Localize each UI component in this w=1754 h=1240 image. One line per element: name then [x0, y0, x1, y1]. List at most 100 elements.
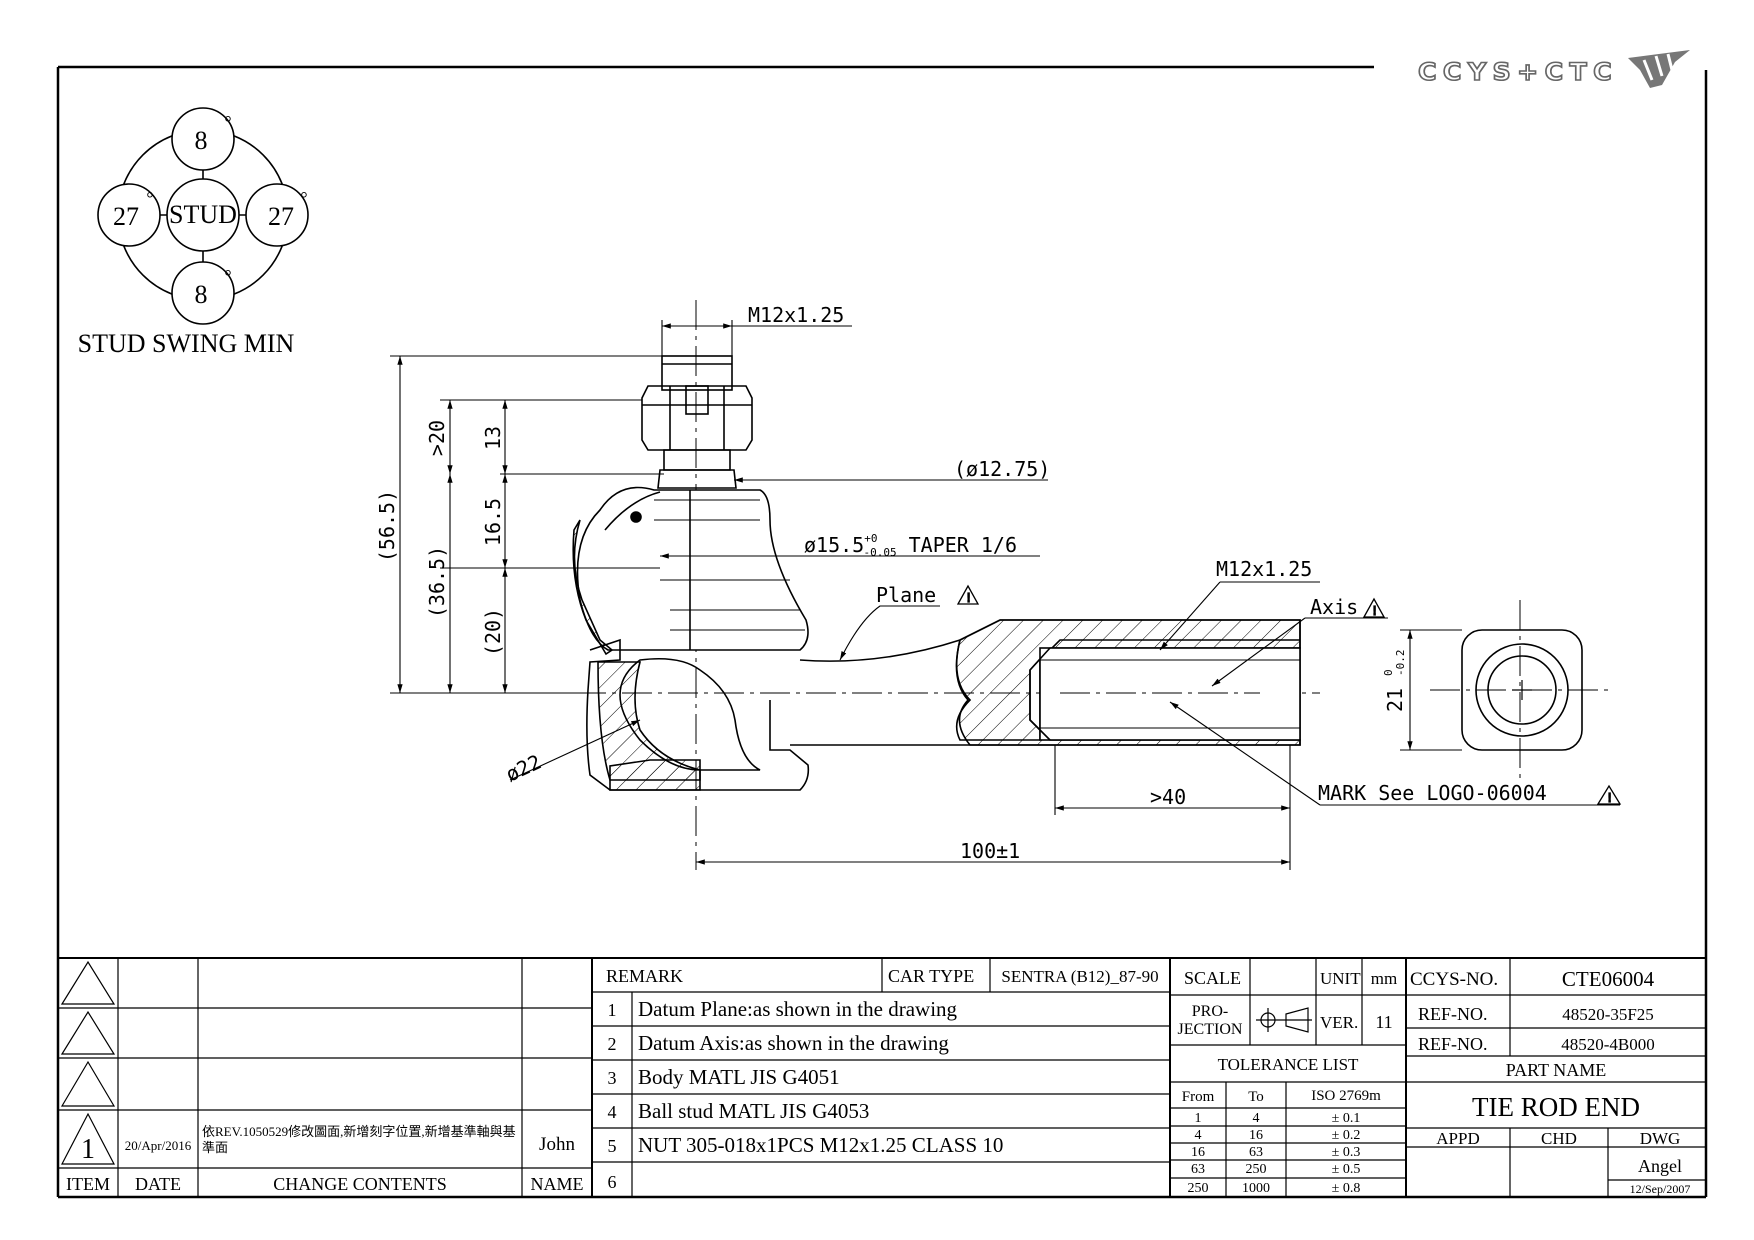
svg-text:°: ° — [224, 266, 231, 286]
svg-text:From: From — [1182, 1089, 1215, 1105]
svg-text:± 0.8: ± 0.8 — [1332, 1181, 1361, 1196]
svg-text:± 0.2: ± 0.2 — [1332, 1128, 1361, 1143]
ref2-value: 48520-4B000 — [1561, 1035, 1655, 1054]
car-type: SENTRA (B12)_87-90 — [1001, 967, 1158, 986]
svg-text:NUT 305-018x1PCS M12x1.25 CLAS: NUT 305-018x1PCS M12x1.25 CLASS 10 — [638, 1133, 1003, 1157]
svg-text:± 0.1: ± 0.1 — [1332, 1111, 1361, 1126]
warning-icon: ! ! ! — [956, 584, 1622, 806]
dim-body-thread: M12x1.25 — [1216, 557, 1312, 581]
dim-20: (20) — [481, 608, 505, 656]
chd-label: CHD — [1541, 1129, 1577, 1148]
dim-plane: Plane — [876, 583, 936, 607]
swing-center: STUD — [169, 200, 237, 229]
ver-label: VER. — [1320, 1013, 1358, 1032]
svg-text:63: 63 — [1249, 1145, 1263, 1160]
dim-stud-thread: M12x1.25 — [748, 303, 844, 327]
svg-text:16: 16 — [1191, 1145, 1205, 1160]
svg-text:Ball stud MATL JIS G4053: Ball stud MATL JIS G4053 — [638, 1099, 869, 1123]
dim-16-5: 16.5 — [481, 498, 505, 546]
tie-rod-end-drawing — [530, 300, 1610, 870]
part-name: TIE ROD END — [1472, 1092, 1640, 1122]
scale-label: SCALE — [1184, 968, 1241, 988]
dimensions — [390, 320, 1620, 870]
svg-text:°: ° — [300, 188, 307, 208]
ccys-label: CCYS-NO. — [1410, 969, 1498, 990]
ccys-no: CTE06004 — [1562, 967, 1655, 991]
svg-text:To: To — [1248, 1089, 1264, 1105]
svg-text:!: ! — [965, 591, 972, 605]
svg-text:6: 6 — [608, 1172, 617, 1192]
appd-label: APPD — [1436, 1129, 1479, 1148]
dim-hex: 21 — [1383, 688, 1407, 712]
svg-text:250: 250 — [1188, 1181, 1209, 1196]
part-name-label: PART NAME — [1506, 1060, 1606, 1080]
svg-text:4: 4 — [1253, 1111, 1260, 1126]
svg-text:1: 1 — [1195, 1111, 1202, 1126]
rev-header-item: ITEM — [66, 1174, 110, 1194]
projection-symbol-icon — [1256, 1007, 1312, 1033]
svg-text:°: ° — [224, 112, 231, 132]
svg-text:4: 4 — [608, 1102, 617, 1122]
rev-contents: 依REV.1050529修改圖面,新增刻字位置,新增基準軸與基 — [202, 1124, 516, 1139]
ref1-label: REF-NO. — [1418, 1004, 1488, 1024]
svg-text:4: 4 — [1195, 1128, 1202, 1143]
ref1-value: 48520-35F25 — [1562, 1005, 1654, 1024]
projection-label: PRO- — [1192, 1003, 1228, 1020]
svg-text:± 0.5: ± 0.5 — [1332, 1162, 1361, 1177]
stud-swing-diagram: STUD 8 8 27 27 ° ° ° ° STUD SWING MIN — [78, 107, 309, 358]
dimension-labels: M12x1.25 >20 13 (56.5) (36.5) 16.5 (20) … — [375, 303, 1622, 863]
dwg-date: 12/Sep/2007 — [1630, 1182, 1691, 1196]
svg-text:ISO 2769m: ISO 2769m — [1311, 1088, 1381, 1104]
dim-56-5: (56.5) — [375, 490, 399, 562]
svg-text:-0.2: -0.2 — [1394, 650, 1407, 677]
swing-caption: STUD SWING MIN — [78, 329, 295, 358]
svg-text:JECTION: JECTION — [1178, 1021, 1243, 1038]
svg-text:0: 0 — [1382, 669, 1395, 676]
dim-phi-12-75: (ø12.75) — [954, 457, 1050, 481]
svg-text:1: 1 — [608, 1000, 617, 1020]
rev-header-contents: CHANGE CONTENTS — [273, 1174, 447, 1194]
svg-text:250: 250 — [1246, 1162, 1267, 1177]
svg-text:準面: 準面 — [202, 1140, 228, 1155]
swing-right: 27 — [268, 202, 294, 231]
rev-name: John — [539, 1134, 575, 1155]
swing-bottom: 8 — [195, 280, 208, 309]
dim-taper: ø15.5+0-0.05 TAPER 1/6 — [804, 532, 1017, 559]
svg-text:!: ! — [1606, 791, 1613, 805]
svg-text:Datum Axis:as shown in the dra: Datum Axis:as shown in the drawing — [638, 1031, 949, 1055]
dim-gt40: >40 — [1150, 785, 1186, 809]
dwg-label: DWG — [1640, 1129, 1681, 1148]
svg-text:1000: 1000 — [1242, 1181, 1270, 1196]
svg-text:Body MATL JIS G4051: Body MATL JIS G4051 — [638, 1065, 840, 1089]
car-type-label: CAR TYPE — [888, 966, 974, 986]
swing-top: 8 — [195, 126, 208, 155]
title-block-text: 1 20/Apr/2016 依REV.1050529修改圖面,新增刻字位置,新增… — [66, 966, 1690, 1196]
unit-value: mm — [1371, 969, 1397, 988]
logo-text: CCYS+CTC — [1418, 58, 1618, 86]
rev-date: 20/Apr/2016 — [125, 1138, 192, 1153]
svg-text:16: 16 — [1249, 1128, 1263, 1143]
svg-text:63: 63 — [1191, 1162, 1205, 1177]
svg-text:2: 2 — [608, 1034, 617, 1054]
dim-13: 13 — [481, 426, 505, 450]
svg-text:!: ! — [1371, 604, 1378, 618]
dim-axis: Axis — [1310, 595, 1358, 619]
company-logo: CCYS+CTC — [1417, 50, 1690, 88]
dim-phi-22: ø22 — [502, 750, 545, 787]
sheet-border — [56, 65, 1708, 1199]
swing-left: 27 — [113, 202, 139, 231]
drawer-name: Angel — [1638, 1156, 1682, 1176]
dim-gt20: >20 — [425, 420, 449, 456]
ref2-label: REF-NO. — [1418, 1034, 1488, 1054]
dim-100: 100±1 — [960, 839, 1020, 863]
svg-text:Datum Plane:as shown in the dr: Datum Plane:as shown in the drawing — [638, 997, 958, 1021]
svg-text:5: 5 — [608, 1136, 617, 1156]
title-block — [58, 957, 1706, 1197]
svg-text:± 0.3: ± 0.3 — [1332, 1145, 1361, 1160]
remark-label: REMARK — [606, 966, 683, 986]
rev-item: 1 — [81, 1134, 95, 1165]
dim-mark: MARK See LOGO-06004 — [1318, 781, 1547, 805]
svg-text:°: ° — [146, 188, 153, 208]
rev-header-date: DATE — [135, 1174, 181, 1194]
svg-text:3: 3 — [608, 1068, 617, 1088]
